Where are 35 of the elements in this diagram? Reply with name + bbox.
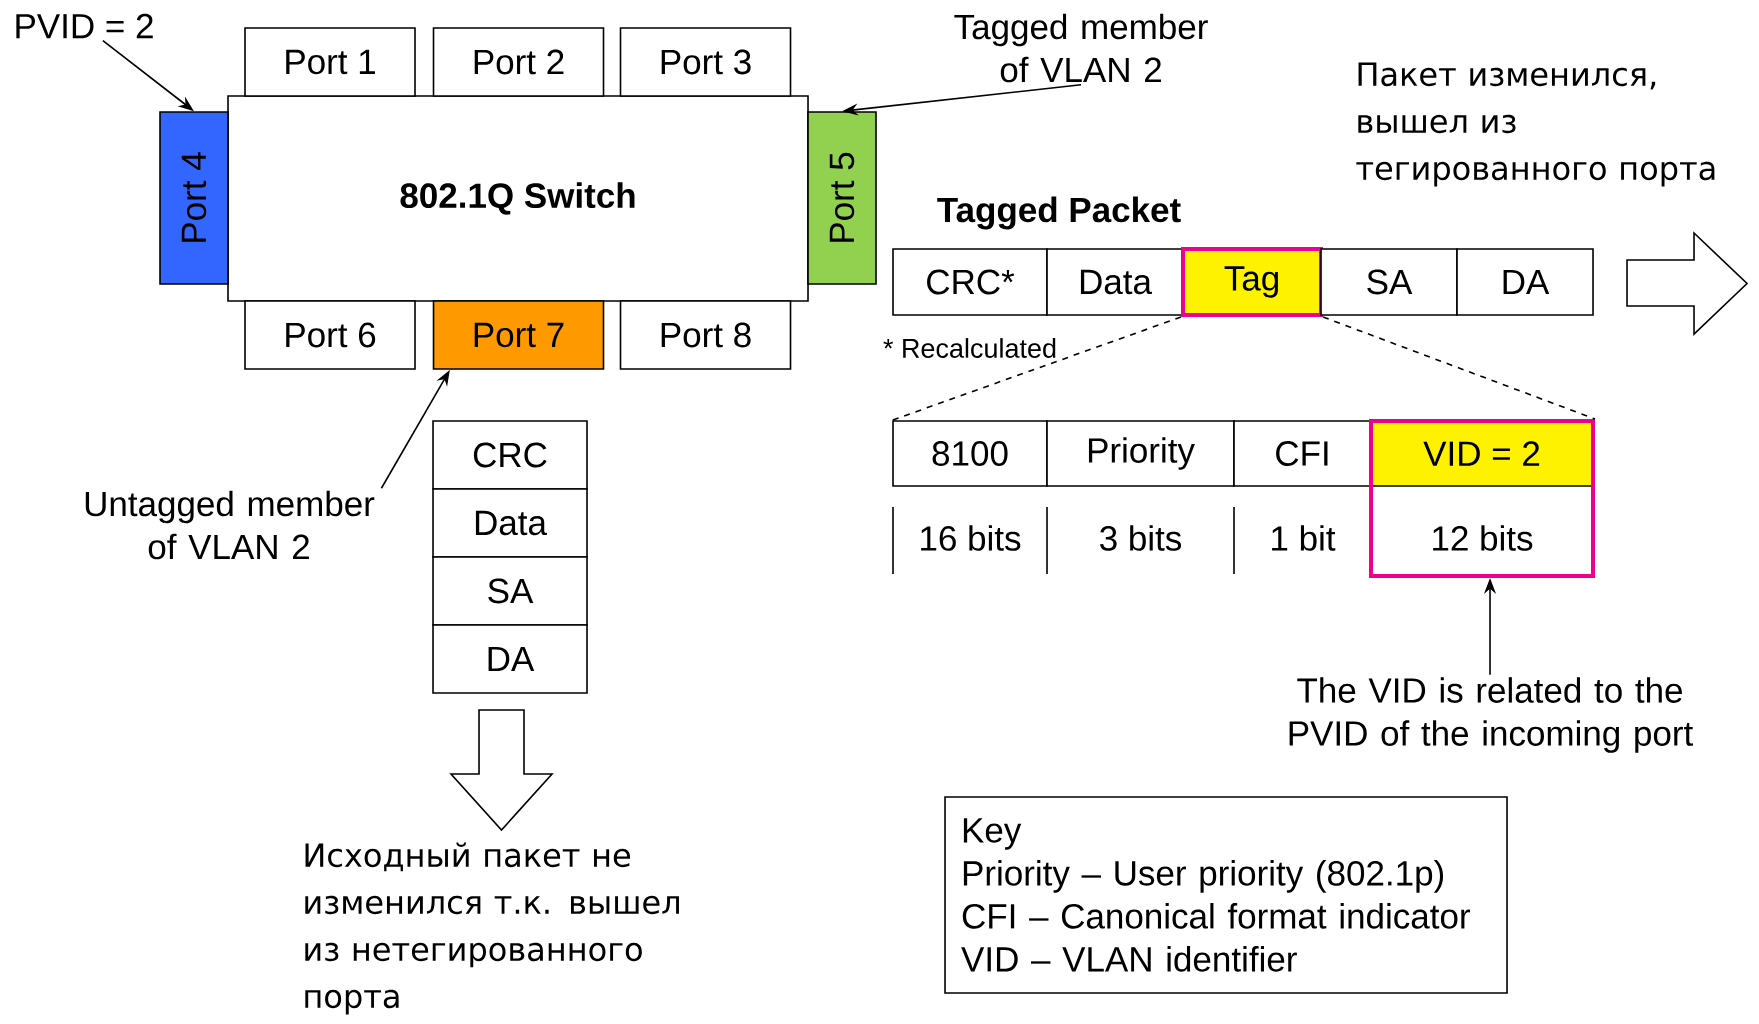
packet-field: Data [1046,248,1184,316]
annotation-text: PVID = 2 [16,13,153,39]
port-box: Port 7 [432,300,605,370]
tag-field: Priority [1046,420,1235,487]
annotation-text: Tagged member of VLAN 2 [954,13,1208,83]
packet-field: SA [432,556,588,626]
bit-width-label: 1 bit [1272,525,1336,551]
port-box: Port 5 [807,111,877,285]
port-box: Port 8 [619,300,792,370]
packet-field: DA [1456,248,1594,316]
packet-field: DA [432,624,588,694]
leader-line [1322,316,1596,420]
heading: Tagged Packet [937,196,1181,230]
packet-field: Tag [1181,247,1323,317]
port-box: Port 4 [159,111,229,285]
note-text: Пакет изменился, вышел из тегированного порта [1356,62,1715,187]
vid-field: VID = 2 12 bits [1369,419,1595,578]
tag-field: CFI [1233,420,1372,487]
bit-width-label: 16 bits [921,525,1021,551]
leader-line [891,316,1182,421]
note-text: Исходный пакет не изменился т.к. вышел из нетегированного порта [305,842,679,1015]
port-box: Port 6 [244,300,416,370]
port-box: Port 2 [432,27,605,97]
annotation-text: The VID is related to the PVID of the incoming port [1289,677,1693,753]
packet-field: CRC [432,420,588,490]
annotation-text: Untagged member of VLAN 2 [85,490,375,560]
packet-field: SA [1320,248,1458,316]
footnote-text: * Recalculated [883,338,1056,358]
packet-field: CRC* [892,248,1048,316]
key-box: Key Priority – User priority (802.1p) CFI – Canonical format indicator VID – VLAN identifier [944,796,1508,994]
port-box: Port 1 [244,27,416,97]
packet-field: Data [432,488,588,558]
tag-field: 8100 [892,420,1048,487]
bit-width-label: 3 bits [1100,525,1182,551]
port-box: Port 3 [619,27,792,97]
